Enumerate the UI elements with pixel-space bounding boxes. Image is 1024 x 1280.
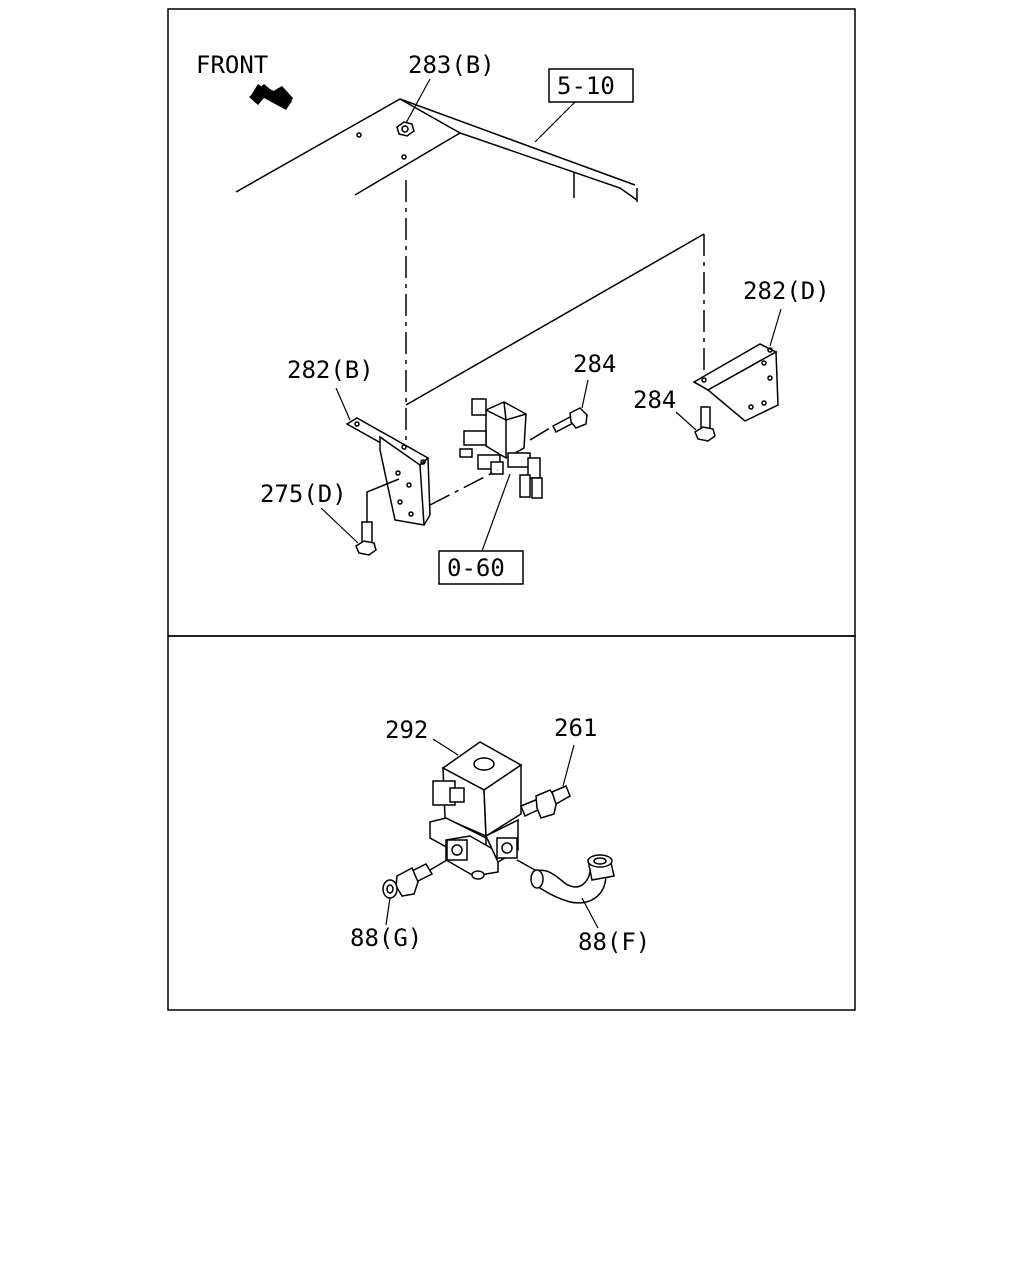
callout-284-upper: 284 (573, 350, 616, 378)
callout-88g: 88(G) (350, 924, 422, 952)
bolt-275d (355, 478, 400, 556)
callout-88f: 88(F) (578, 928, 650, 956)
callout-275d: 275(D) (260, 480, 347, 508)
bolt-284-upper (552, 407, 588, 434)
nut-283b (396, 121, 415, 137)
ref-5-10: 5-10 (557, 72, 615, 100)
callout-284-lower: 284 (633, 386, 676, 414)
bracket-282b (345, 417, 431, 526)
bolt-284-lower (694, 406, 716, 442)
bracket-282d (692, 343, 779, 422)
ref-box-0-60 (438, 550, 524, 585)
lower-panel-frame (167, 635, 856, 1011)
callout-282d: 282(D) (743, 277, 830, 305)
callout-261: 261 (554, 714, 597, 742)
front-arrow-icon (249, 84, 293, 110)
upper-panel-frame (167, 8, 856, 637)
ref-0-60: 0-60 (447, 554, 505, 582)
frame-member (235, 98, 638, 202)
solenoid-valve-292 (429, 741, 523, 880)
callout-292: 292 (385, 716, 428, 744)
fitting-261 (520, 785, 571, 819)
front-label: FRONT (196, 51, 268, 79)
callout-283b: 283(B) (408, 51, 495, 79)
valve-assembly (459, 398, 543, 499)
callout-282b: 282(B) (287, 356, 374, 384)
fitting-88g (382, 863, 434, 899)
ref-box-5-10 (548, 68, 634, 103)
elbow-fitting-88f (530, 854, 615, 904)
